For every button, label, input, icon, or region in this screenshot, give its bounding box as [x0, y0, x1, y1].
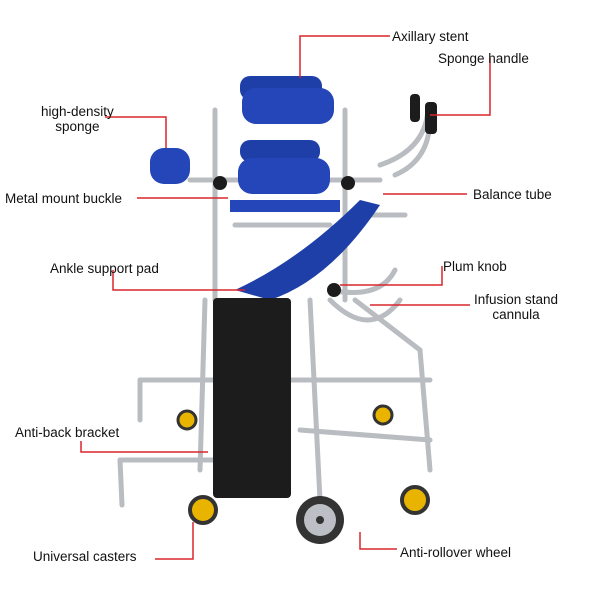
label-infusion-stand-cannula: Infusion stand cannula — [474, 292, 559, 322]
side-sponge — [150, 148, 190, 184]
label-ankle-support-pad: Ankle support pad — [50, 261, 159, 276]
label-sponge-handle: Sponge handle — [438, 51, 529, 66]
label-balance-tube: Balance tube — [473, 187, 552, 202]
label-axillary-stent: Axillary stent — [392, 29, 469, 44]
label-metal-mount-buckle: Metal mount buckle — [5, 191, 123, 206]
knobs — [213, 176, 355, 297]
label-high-density-sponge: high-density sponge — [41, 104, 114, 134]
label-anti-rollover-wheel: Anti-rollover wheel — [400, 545, 512, 560]
rollover-wheel — [296, 496, 344, 544]
casters — [176, 404, 430, 525]
label-anti-back-bracket: Anti-back bracket — [15, 425, 120, 440]
seat-sling — [235, 200, 380, 300]
label-universal-casters: Universal casters — [33, 549, 137, 564]
walker-frame — [117, 107, 433, 508]
shin-pad — [213, 298, 291, 498]
sponge-handles — [410, 94, 437, 134]
label-plum-knob: Plum knob — [443, 259, 507, 274]
axillary-pads — [238, 76, 334, 194]
